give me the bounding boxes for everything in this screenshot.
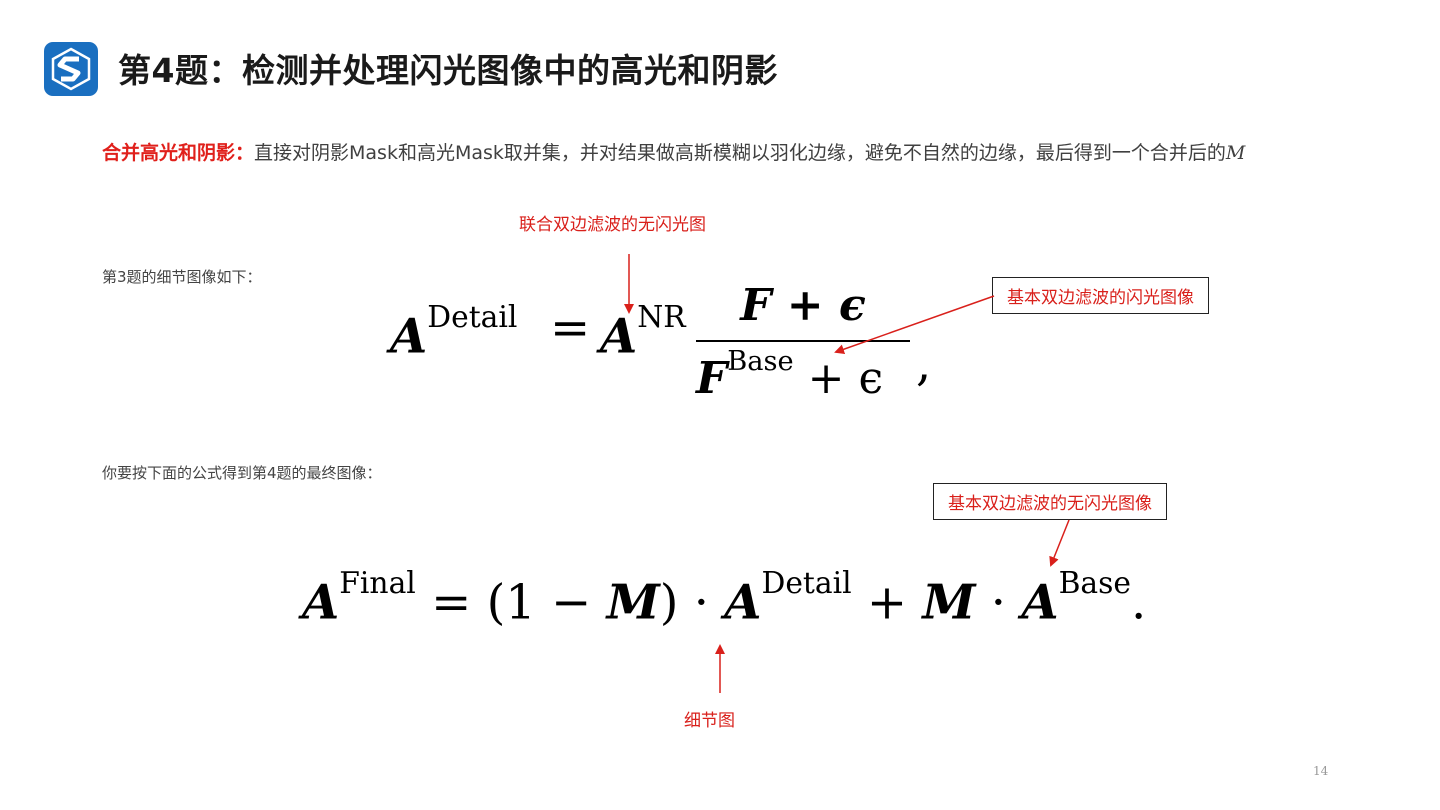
eq1-comma: ,: [916, 336, 932, 392]
label-detail-map: 细节图: [684, 711, 735, 731]
note-final-intro: 你要按下面的公式得到第4题的最终图像：: [102, 464, 382, 482]
eq1-lhs: ADetail: [390, 300, 517, 364]
eq1-equals: =: [550, 300, 591, 356]
eq2-mid1: = (1 −: [431, 574, 607, 631]
eq1-den-sup-base: Base: [727, 346, 794, 377]
eq2-symbol-a: A: [302, 574, 340, 631]
box-base-flash: 基本双边滤波的闪光图像: [992, 277, 1209, 314]
eq2-mid2: ) ·: [659, 574, 725, 631]
intro-text: 直接对阴影Mask和高光Mask取并集，并对结果做高斯模糊以羽化边缘，避免不自然…: [254, 142, 1226, 164]
eq1-num-text: F + ϵ: [740, 280, 866, 331]
eq2-symbol-m2: M: [922, 574, 976, 631]
eq1-sup-nr: NR: [637, 300, 686, 335]
eq2-sup-final: Final: [339, 566, 416, 601]
eq2-sup-detail: Detail: [761, 566, 852, 601]
arrow-base-noflash: [1049, 519, 1070, 567]
intro-paragraph: 合并高光和阴影：直接对阴影Mask和高光Mask取并集，并对结果做高斯模糊以羽化…: [102, 136, 1332, 170]
eq1-numerator: F + ϵ: [690, 280, 916, 331]
eq2-symbol-m: M: [606, 574, 660, 631]
eq1-fraction-bar: [696, 340, 910, 342]
eq1-symbol-a: A: [390, 308, 428, 365]
logo-s-mark-icon: [51, 47, 91, 91]
eq1-denominator: FBase + ϵ: [696, 346, 883, 404]
eq2-mid3: +: [851, 574, 923, 631]
eq1-den-tail: + ϵ: [807, 353, 884, 405]
eq1-a-nr: ANR: [600, 300, 686, 364]
label-joint-bilateral: 联合双边滤波的无闪光图: [519, 215, 706, 235]
eq1-den-f: F: [696, 353, 728, 405]
eq2-symbol-a-detail: A: [724, 574, 762, 631]
intro-highlight: 合并高光和阴影：: [102, 142, 255, 164]
box-base-noflash: 基本双边滤波的无闪光图像: [933, 483, 1167, 520]
eq2-mid4: ·: [975, 574, 1022, 631]
eq2-symbol-a-base: A: [1021, 574, 1059, 631]
equation-final: AFinal = (1 − M) · ADetail + M · ABase.: [302, 566, 1146, 630]
eq1-sup-detail: Detail: [427, 300, 518, 335]
eq2-sup-base: Base: [1058, 566, 1132, 601]
eq1-symbol-a2: A: [600, 308, 638, 365]
eq2-end: .: [1131, 574, 1147, 631]
brand-logo: [44, 42, 98, 96]
note-detail-intro: 第3题的细节图像如下：: [102, 268, 262, 286]
page-title: 第4题：检测并处理闪光图像中的高光和阴影: [118, 51, 778, 90]
intro-math-var: M: [1225, 142, 1246, 164]
page-number: 14: [1313, 764, 1329, 778]
